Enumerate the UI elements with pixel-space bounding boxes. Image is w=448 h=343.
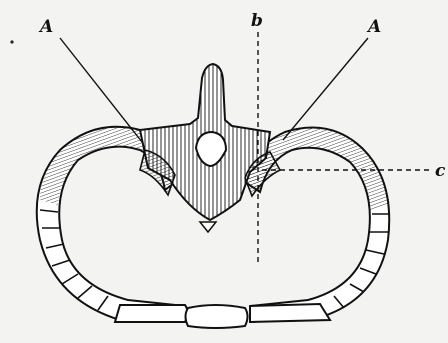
- leader-line-right-A: [283, 38, 368, 140]
- leader-line-left-A: [60, 38, 142, 142]
- label-A-left: A: [38, 17, 53, 37]
- sternum: [115, 304, 330, 328]
- label-b: b: [251, 11, 263, 31]
- label-A-right: A: [366, 17, 381, 37]
- label-c: c: [435, 161, 446, 181]
- stray-dot: [10, 40, 13, 43]
